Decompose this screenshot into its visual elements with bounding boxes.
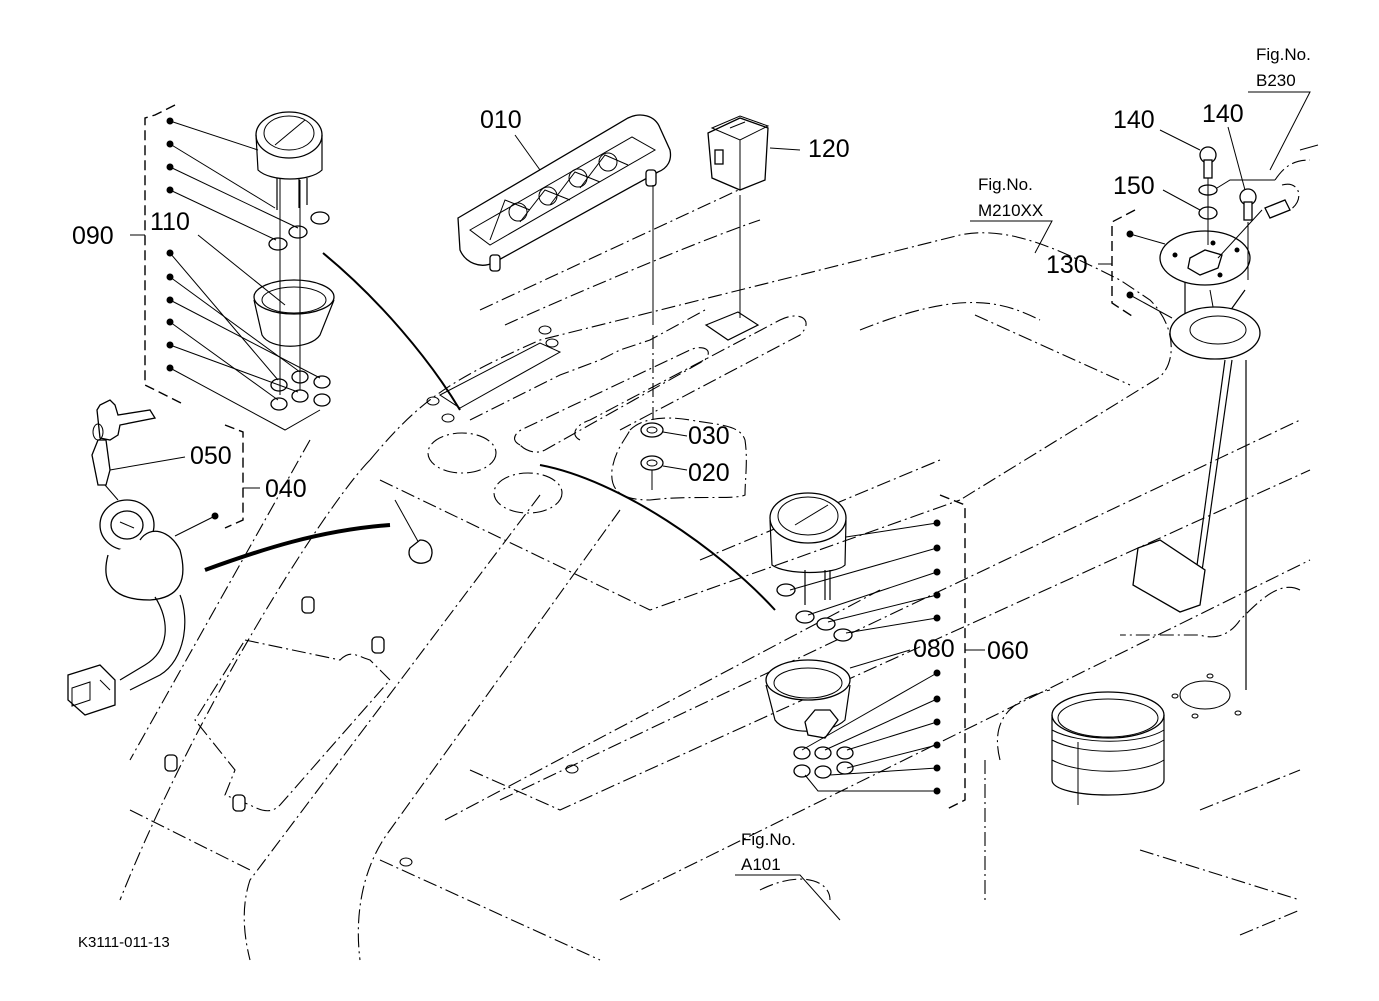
label-120: 120 [808, 135, 850, 163]
fig-b230-ref: B230 [1256, 71, 1296, 90]
label-150: 150 [1113, 172, 1155, 200]
label-030: 030 [688, 422, 730, 450]
dashboard-panel-outline [119, 179, 1311, 961]
gauge-090-arrow [322, 252, 461, 411]
fuel-sender-130 [1098, 209, 1261, 690]
gauge-060 [765, 492, 985, 811]
fig-b230-leader [1248, 91, 1311, 171]
fig-m210xx-caption: Fig.No. [978, 175, 1033, 194]
fuel-filler-neck [1051, 691, 1165, 805]
drawing-code: K3111-011-13 [78, 934, 170, 951]
key-switch-arrow [204, 523, 391, 572]
label-040: 040 [265, 475, 307, 503]
washer-group-020-030 [611, 417, 747, 501]
p040-bracket [224, 424, 244, 529]
p010-leader [514, 134, 541, 171]
studs [164, 596, 385, 812]
label-090: 090 [72, 222, 114, 250]
fig-a101-caption: Fig.No. [741, 830, 796, 849]
key-hole [408, 539, 433, 564]
label-020: 020 [688, 459, 730, 487]
fig-m210xx-ref: M210XX [978, 201, 1043, 220]
key-hole-leader [394, 499, 421, 546]
gauge-060-arrow [539, 464, 776, 611]
switch-panel-010 [457, 114, 672, 272]
fig-b230-caption: Fig.No. [1256, 45, 1311, 64]
label-050: 050 [190, 442, 232, 470]
label-140-left: 140 [1113, 106, 1155, 134]
label-060: 060 [987, 637, 1029, 665]
fig-a101-ref: A101 [741, 855, 781, 874]
p040-leader [174, 515, 216, 537]
gauge-090 [130, 104, 335, 431]
key-switch [67, 399, 186, 716]
p050-leader [109, 456, 186, 471]
screws-140-150 [1159, 126, 1319, 280]
fig-m210xx-leader [970, 220, 1053, 254]
label-110: 110 [150, 208, 190, 236]
label-010: 010 [480, 106, 522, 134]
fig-a101-leader [735, 874, 841, 921]
p120-leader [769, 147, 801, 151]
label-140-right: 140 [1202, 100, 1244, 128]
label-130: 130 [1046, 251, 1088, 279]
hour-meter-120 [707, 115, 770, 191]
label-080: 080 [913, 635, 955, 663]
